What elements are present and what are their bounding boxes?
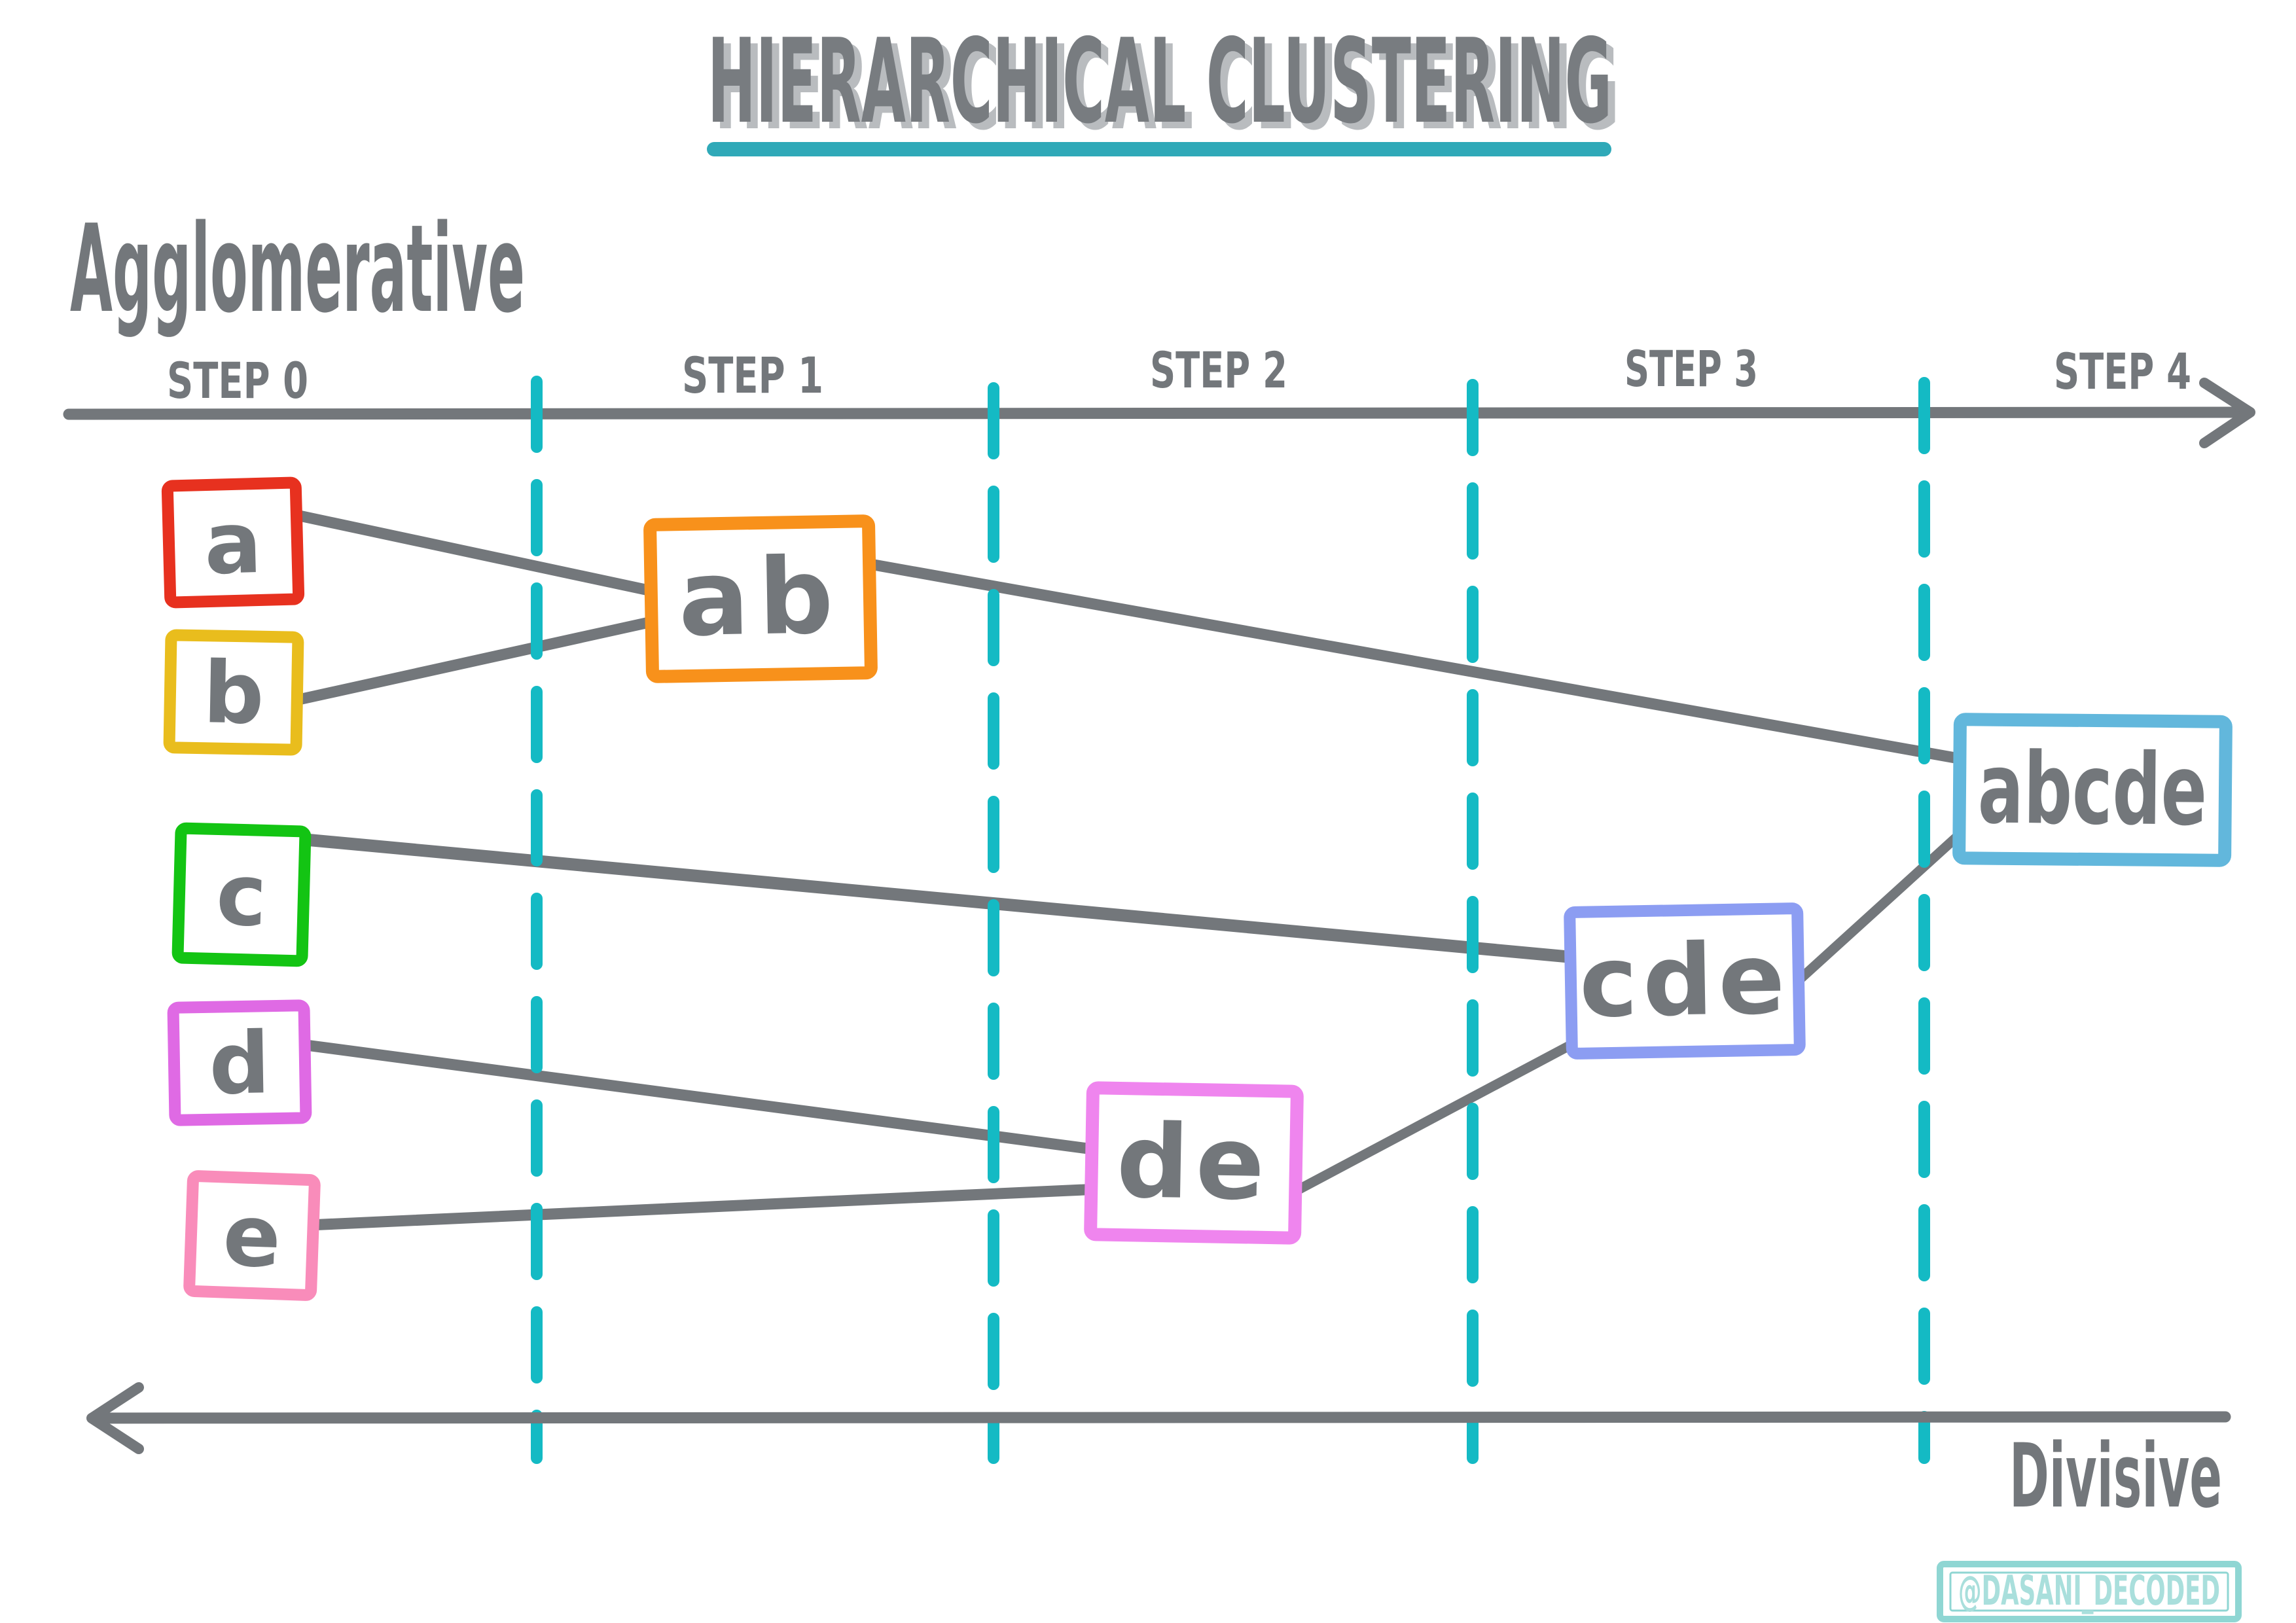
watermark-text: @DASANI_DECODED [1958, 1567, 2220, 1614]
step-label-0: STEP 0 [167, 351, 308, 410]
edge-b-ab [290, 615, 664, 706]
node-abcde-box [1952, 713, 2233, 867]
edge-e-de [303, 1183, 1119, 1231]
node-cde: cde [1564, 902, 1806, 1060]
step-label-1: STEP 1 [682, 346, 823, 404]
node-cde-box [1564, 902, 1806, 1060]
watermark-outer-border [1937, 1561, 2242, 1622]
edge-de-cde [1288, 1033, 1589, 1198]
node-de-box [1084, 1081, 1304, 1245]
node-c-box [171, 822, 312, 967]
watermark-badge: @DASANI_DECODED [1937, 1561, 2242, 1622]
title-underline [707, 142, 1611, 156]
node-ab-box [643, 514, 878, 683]
node-e-box [183, 1170, 321, 1301]
divisive-axis [86, 1382, 2231, 1454]
agglomerative-axis [63, 378, 2255, 448]
node-b-label: b [202, 643, 265, 743]
node-a: a [161, 476, 305, 609]
node-e-label: e [221, 1186, 282, 1287]
node-c-label: c [215, 845, 268, 946]
edge-a-ab [287, 508, 664, 598]
node-a-box [161, 476, 305, 609]
edge-c-cde [292, 832, 1589, 965]
node-de-label: de [1115, 1102, 1272, 1223]
edge-cde-abcde [1792, 822, 1973, 987]
node-a-label: a [203, 493, 263, 594]
divisive-label: Divisive [2009, 1425, 2222, 1527]
node-e: e [183, 1170, 321, 1301]
node-c: c [171, 822, 312, 967]
step-label-4: STEP 4 [2054, 342, 2191, 401]
node-b-box [163, 629, 304, 756]
node-cde-label: cde [1578, 922, 1791, 1040]
edge-d-de [295, 1039, 1119, 1158]
divisive-axis-line [92, 1411, 2231, 1424]
node-b: b [163, 629, 304, 756]
node-ab-label: ab [677, 535, 844, 660]
node-de: de [1084, 1081, 1304, 1245]
node-ab: ab [643, 514, 878, 683]
node-abcde-label: abcde [1977, 732, 2208, 847]
node-d-label: d [208, 1013, 271, 1114]
agglomerative-axis-line [63, 406, 2248, 420]
node-d-box [167, 999, 312, 1126]
page-title: HIERARCHICAL CLUSTERING [708, 14, 1612, 149]
agglomerative-label: Agglomerative [70, 198, 525, 340]
page-title-shadow: HIERARCHICAL CLUSTERING [715, 20, 1619, 156]
agglomerative-axis-arrowhead [2199, 378, 2255, 448]
step-label-2: STEP 2 [1150, 341, 1287, 399]
node-d: d [167, 999, 312, 1126]
node-abcde: abcde [1952, 713, 2233, 867]
step-label-3: STEP 3 [1624, 340, 1758, 398]
watermark-inner-border [1949, 1571, 2229, 1612]
divisive-axis-arrowhead [86, 1382, 144, 1454]
edge-ab-abcde [861, 558, 1972, 766]
